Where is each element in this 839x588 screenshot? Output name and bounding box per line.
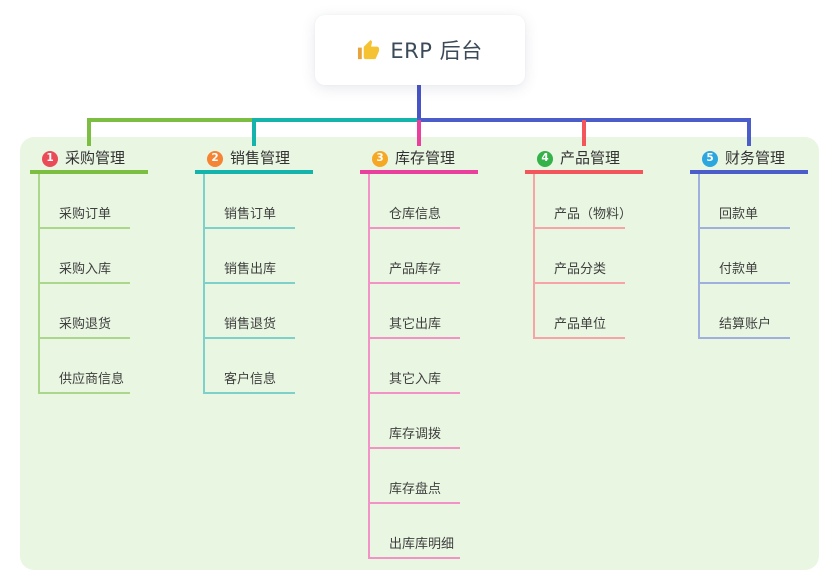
branch-children: 采购订单采购入库采购退货供应商信息 bbox=[38, 174, 148, 394]
child-node[interactable]: 销售退货 bbox=[205, 284, 295, 339]
connector-line bbox=[747, 120, 751, 146]
connector-line bbox=[87, 118, 254, 122]
child-node[interactable]: 销售出库 bbox=[205, 229, 295, 284]
child-node[interactable]: 销售订单 bbox=[205, 174, 295, 229]
child-node[interactable]: 客户信息 bbox=[205, 339, 295, 394]
branch-label: 采购管理 bbox=[65, 149, 126, 167]
branch-label: 库存管理 bbox=[395, 149, 456, 167]
root-node-erp[interactable]: ERP 后台 bbox=[315, 15, 525, 85]
child-node[interactable]: 采购订单 bbox=[40, 174, 130, 229]
root-node-title: ERP 后台 bbox=[390, 39, 483, 63]
connector-line bbox=[252, 118, 419, 122]
branch-header[interactable]: 3 库存管理 bbox=[360, 150, 478, 174]
branch-node[interactable]: 3 库存管理 仓库信息产品库存其它出库其它入库库存调拨库存盘点出库库明细 bbox=[360, 150, 478, 559]
branch-number-badge: 5 bbox=[702, 150, 718, 167]
connector-line bbox=[252, 120, 256, 146]
connector-line bbox=[417, 85, 421, 120]
branch-number-badge: 2 bbox=[207, 150, 223, 167]
connector-line bbox=[417, 120, 421, 146]
child-node[interactable]: 产品分类 bbox=[535, 229, 625, 284]
branch-children: 仓库信息产品库存其它出库其它入库库存调拨库存盘点出库库明细 bbox=[368, 174, 478, 559]
branch-label: 销售管理 bbox=[230, 149, 291, 167]
branch-node[interactable]: 4 产品管理 产品（物料）产品分类产品单位 bbox=[525, 150, 643, 339]
child-node[interactable]: 产品（物料） bbox=[535, 174, 632, 229]
branch-header[interactable]: 2 销售管理 bbox=[195, 150, 313, 174]
branch-children: 产品（物料）产品分类产品单位 bbox=[533, 174, 643, 339]
connector-line bbox=[582, 120, 586, 146]
child-node[interactable]: 付款单 bbox=[700, 229, 790, 284]
branch-label: 财务管理 bbox=[725, 149, 786, 167]
branch-node[interactable]: 1 采购管理 采购订单采购入库采购退货供应商信息 bbox=[30, 150, 148, 394]
branch-number-badge: 4 bbox=[537, 150, 553, 167]
thumbs-up-icon bbox=[358, 39, 380, 59]
branch-node[interactable]: 2 销售管理 销售订单销售出库销售退货客户信息 bbox=[195, 150, 313, 394]
branch-header[interactable]: 4 产品管理 bbox=[525, 150, 643, 174]
branch-number-badge: 3 bbox=[372, 150, 388, 167]
branch-header[interactable]: 1 采购管理 bbox=[30, 150, 148, 174]
branch-children: 回款单付款单结算账户 bbox=[698, 174, 808, 339]
mindmap-background-panel bbox=[20, 137, 819, 570]
child-node[interactable]: 出库库明细 bbox=[370, 504, 460, 559]
child-node[interactable]: 供应商信息 bbox=[40, 339, 130, 394]
branch-number-badge: 1 bbox=[42, 150, 58, 167]
child-node[interactable]: 回款单 bbox=[700, 174, 790, 229]
connector-line bbox=[87, 120, 91, 146]
child-node[interactable]: 库存调拨 bbox=[370, 394, 460, 449]
child-node[interactable]: 其它出库 bbox=[370, 284, 460, 339]
child-node[interactable]: 结算账户 bbox=[700, 284, 790, 339]
child-node[interactable]: 产品单位 bbox=[535, 284, 625, 339]
child-node[interactable]: 其它入库 bbox=[370, 339, 460, 394]
child-node[interactable]: 采购退货 bbox=[40, 284, 130, 339]
branch-label: 产品管理 bbox=[560, 149, 621, 167]
child-node[interactable]: 库存盘点 bbox=[370, 449, 460, 504]
branch-node[interactable]: 5 财务管理 回款单付款单结算账户 bbox=[690, 150, 808, 339]
child-node[interactable]: 仓库信息 bbox=[370, 174, 460, 229]
branch-children: 销售订单销售出库销售退货客户信息 bbox=[203, 174, 313, 394]
child-node[interactable]: 采购入库 bbox=[40, 229, 130, 284]
child-node[interactable]: 产品库存 bbox=[370, 229, 460, 284]
branch-header[interactable]: 5 财务管理 bbox=[690, 150, 808, 174]
